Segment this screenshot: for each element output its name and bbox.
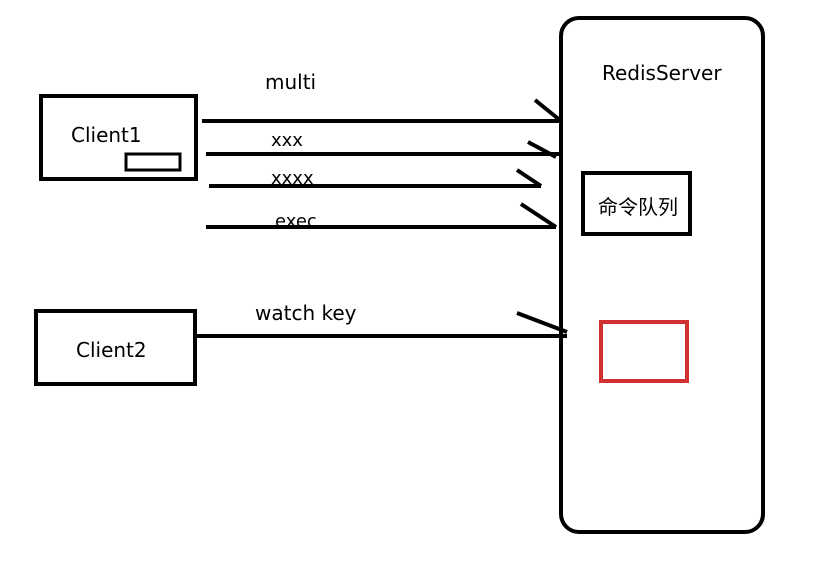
redis-server-label: RedisServer [602,61,722,85]
client2-label: Client2 [76,338,147,362]
xxxx-arrow: xxxx [209,168,543,189]
client1-inner-box [124,152,182,172]
xxx-label: xxx [271,130,303,151]
redis-server-node: RedisServer [559,16,765,534]
client2-node: Client2 [34,309,197,386]
multi-arrow-head [533,98,563,123]
watched-key-box [599,320,689,383]
command-queue-label: 命令队列 [598,195,678,219]
client2-box [34,309,197,386]
xxxx-label: xxxx [271,168,314,189]
exec-arrow-head [519,202,558,229]
redis-server-box [559,16,765,534]
client1-box [39,94,198,181]
xxx-arrow: xxx [206,130,562,159]
exec-arrow: exec [206,202,558,232]
xxx-arrow-head [527,140,557,159]
multi-arrow: multi [202,70,563,123]
watch-key-arrow: watch key [196,301,568,338]
xxxx-arrow-head [515,168,543,188]
client1-label: Client1 [71,123,142,147]
client1-node: Client1 [39,94,198,181]
multi-label: multi [265,70,316,94]
watch-key-arrow-head [516,311,568,334]
watch-key-label: watch key [255,301,357,325]
command-queue-node: 命令队列 [581,171,692,236]
command-queue-box [581,171,692,236]
